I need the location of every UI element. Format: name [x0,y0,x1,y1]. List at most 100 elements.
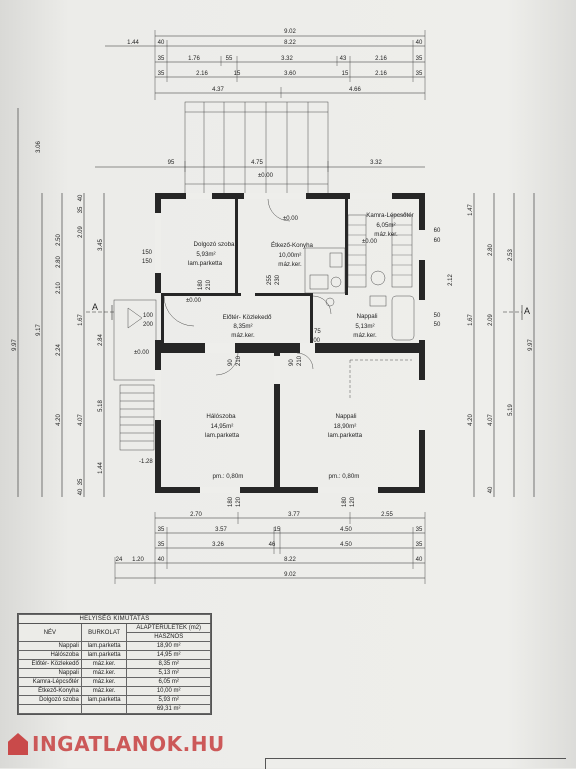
dim-label: 4.37 [212,87,224,93]
floor-plan-drawing: 9.02 1.44 40 8.22 40 35 1.76 55 3.32 43 … [12,29,535,584]
dim-label: 5.18 [98,400,104,412]
dim-label: 35 [158,56,165,62]
dim-label: 4.07 [488,414,494,426]
room-area: 18,90m² [334,423,357,430]
dim-label: 95 [168,160,175,166]
dim-label: 2.10 [56,282,62,294]
row-name: Kamra-Lépcsőtér [18,677,82,687]
dim-label: 9.97 [12,339,18,351]
dim-label: 8.22 [284,557,296,563]
dim-label: 35 [416,542,423,548]
schedule-total: 69,31 m² [126,704,211,714]
level-mark: ±0.00 [362,239,378,245]
dim-label: 1.76 [188,56,200,62]
dim-label: 43 [340,56,347,62]
row-name: Hálószoba [18,650,82,660]
dim-label: 40 [158,557,165,563]
schedule-header-name: NÉV [18,623,82,642]
dim-label: 35 [416,71,423,77]
row-floor: lam.parketta [80,650,128,660]
dim-label: 40 [78,488,84,495]
dim-label: 60 [434,228,441,234]
opening-label: 200 [310,338,321,344]
dim-label: 150 [142,250,153,256]
room-name: Előtér- Közlekedő [223,314,272,321]
dim-label: 4.66 [349,87,361,93]
dim-label: 8.22 [284,40,296,46]
row-floor: lam.parketta [80,695,128,705]
dim-label: 35 [78,478,84,485]
room-area: 8,35m² [233,323,252,330]
room-area: 5,93m² [196,251,215,258]
opening-label: 210 [236,355,242,366]
dim-label: 2.12 [448,274,454,286]
top-dimension-lines: 9.02 1.44 40 8.22 40 35 1.76 55 3.32 43 … [95,29,426,172]
terrace-pergola [184,101,329,195]
row-area: 6,05 m² [126,677,211,687]
kitchen-fixtures [304,247,346,294]
level-mark: ±0.00 [258,173,274,179]
dim-label: 5.19 [508,404,514,416]
opening-label: 90 [228,359,234,366]
schedule-header-floor: BURKOLAT [80,623,128,642]
dim-label: 35 [158,71,165,77]
house-icon [8,733,28,755]
room-floor: máz.ker. [353,332,377,339]
row-area: 18,90 m² [126,641,211,651]
dim-label: 1.67 [78,314,84,326]
room-area: 6,05m² [376,222,395,229]
dim-label: 3.57 [215,527,227,533]
stairwell [347,214,413,288]
room-floor: lam.parketta [188,260,223,267]
dim-label: 2.53 [508,249,514,261]
row-area: 10,00 m² [126,686,211,696]
dim-label: 9.17 [36,324,42,336]
door-swings [163,198,412,400]
opening-label: 90 [289,359,295,366]
opening-label: 230 [275,274,281,285]
row-name: Étkező-Konyha [18,686,82,696]
dim-label: 2.16 [196,71,208,77]
opening-label: 210 [297,355,303,366]
room-floor: máz.ker. [278,261,302,268]
dim-label: 9.97 [528,339,534,351]
dim-label: 4.07 [78,414,84,426]
right-dimension-lines: 9.97 1.47 2.53 2.09 5.19 2.80 1.67 4.07 … [434,193,535,497]
room-name: Nappali [357,313,378,320]
dim-label: 1.67 [468,314,474,326]
level-mark: -1.28 [139,459,153,465]
room-name: Hálószoba [206,413,236,420]
dim-label: 2.09 [78,226,84,238]
dim-label: 46 [269,542,276,548]
dim-label: 3.32 [370,160,382,166]
dim-label: 35 [78,206,84,213]
bottom-dimension-lines: 2.70 3.77 2.55 35 3.57 15 4.50 35 35 3.2… [114,512,426,584]
window-sill-label: pm.: 0,80m [213,473,244,480]
dim-label: 24 [116,557,123,563]
watermark-text: INGATLANOK.HU [32,732,225,756]
room-name: Kamra-Lépcsőtér [366,212,413,219]
dim-label: 3.45 [98,239,104,251]
row-floor: máz.ker. [80,668,128,678]
section-mark-left: A [92,302,98,312]
dim-label: 1.47 [468,204,474,216]
dim-label: 50 [434,313,441,319]
row-area: 8,35 m² [126,659,211,669]
dim-label: 2.55 [381,512,393,518]
dim-label: 2.84 [98,334,104,346]
dim-label: 150 [142,259,153,265]
dim-label: 4.50 [340,542,352,548]
entrance-porch [113,299,157,451]
row-area: 5,13 m² [126,668,211,678]
row-name: Nappali [18,668,82,678]
row-area: 14,95 m² [126,650,211,660]
dim-label: 15 [274,527,281,533]
dim-label: 1.44 [127,40,139,46]
dim-bottom-total: 9.02 [284,572,296,578]
dim-label: 4.20 [468,414,474,426]
window-sill-label: pm.: 0,80m [329,473,360,480]
row-area: 5,93 m² [126,695,211,705]
